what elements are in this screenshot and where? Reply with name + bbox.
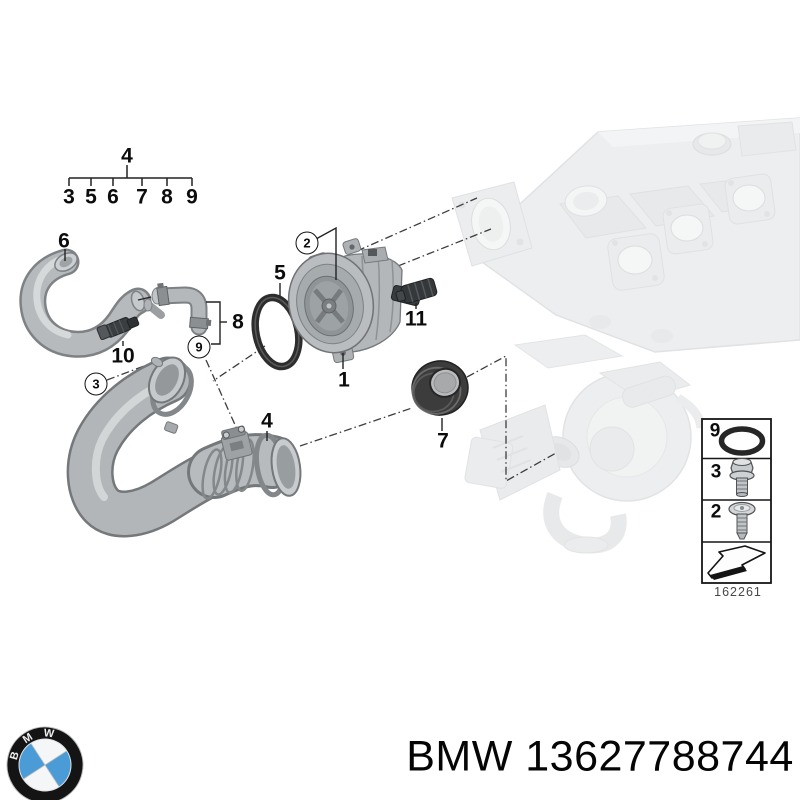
circled-number: 3 xyxy=(92,376,100,392)
callout-screw-circled: 2 xyxy=(295,231,319,255)
callout-clamp-group: 8 xyxy=(232,310,244,334)
sensor-connector-part xyxy=(395,277,438,304)
bmw-logo: B M W xyxy=(6,726,84,800)
diagram-code: 162261 xyxy=(714,585,762,599)
callout-throttle-body: 1 xyxy=(338,368,350,392)
flange-bolt-icon xyxy=(729,458,755,497)
callout-profile-gasket: 7 xyxy=(437,429,449,453)
intake-duct-part xyxy=(66,356,302,538)
legend-ref-screw: 2 xyxy=(710,501,722,523)
elbow-fitting-part xyxy=(143,282,212,336)
logo-letter-b: B xyxy=(8,750,22,761)
callout-bolt-circled: 3 xyxy=(84,372,108,396)
callout-oring: 5 xyxy=(274,261,286,285)
tree-child-label: 3 xyxy=(63,185,75,209)
tree-child-label: 8 xyxy=(161,185,173,209)
o-ring-icon xyxy=(718,426,766,456)
callout-intake-duct: 4 xyxy=(261,409,273,433)
circled-number: 9 xyxy=(195,339,203,355)
legend-box xyxy=(701,418,772,584)
leader-lines xyxy=(64,226,443,441)
turbocharger-illustration xyxy=(464,334,706,554)
profile-gasket-part xyxy=(411,360,469,416)
vent-hose-part xyxy=(19,248,152,358)
callout-hose: 6 xyxy=(58,229,70,253)
circled-number: 2 xyxy=(303,235,311,251)
callout-sensor-connector: 11 xyxy=(404,307,428,331)
part-number: BMW 13627788744 xyxy=(406,732,794,781)
legend-ref-oring: 9 xyxy=(709,420,721,442)
logo-letter-w: W xyxy=(43,727,55,740)
callout-sensor-small: 10 xyxy=(111,344,135,368)
index-tree-bracket xyxy=(68,165,193,186)
pan-screw-icon xyxy=(728,501,756,540)
legend-ref-bolt: 3 xyxy=(710,461,722,483)
tree-root-label: 4 xyxy=(121,144,133,168)
direction-arrow-icon xyxy=(707,545,766,580)
tree-child-label: 9 xyxy=(186,185,198,209)
assembly-leader-lines xyxy=(106,197,557,483)
tree-child-label: 7 xyxy=(136,185,148,209)
tree-child-label: 6 xyxy=(107,185,119,209)
temperature-sensor-part xyxy=(96,316,140,341)
tree-child-label: 5 xyxy=(85,185,97,209)
engine-head-illustration xyxy=(451,117,800,353)
callout-clamp-circled: 9 xyxy=(187,335,211,359)
